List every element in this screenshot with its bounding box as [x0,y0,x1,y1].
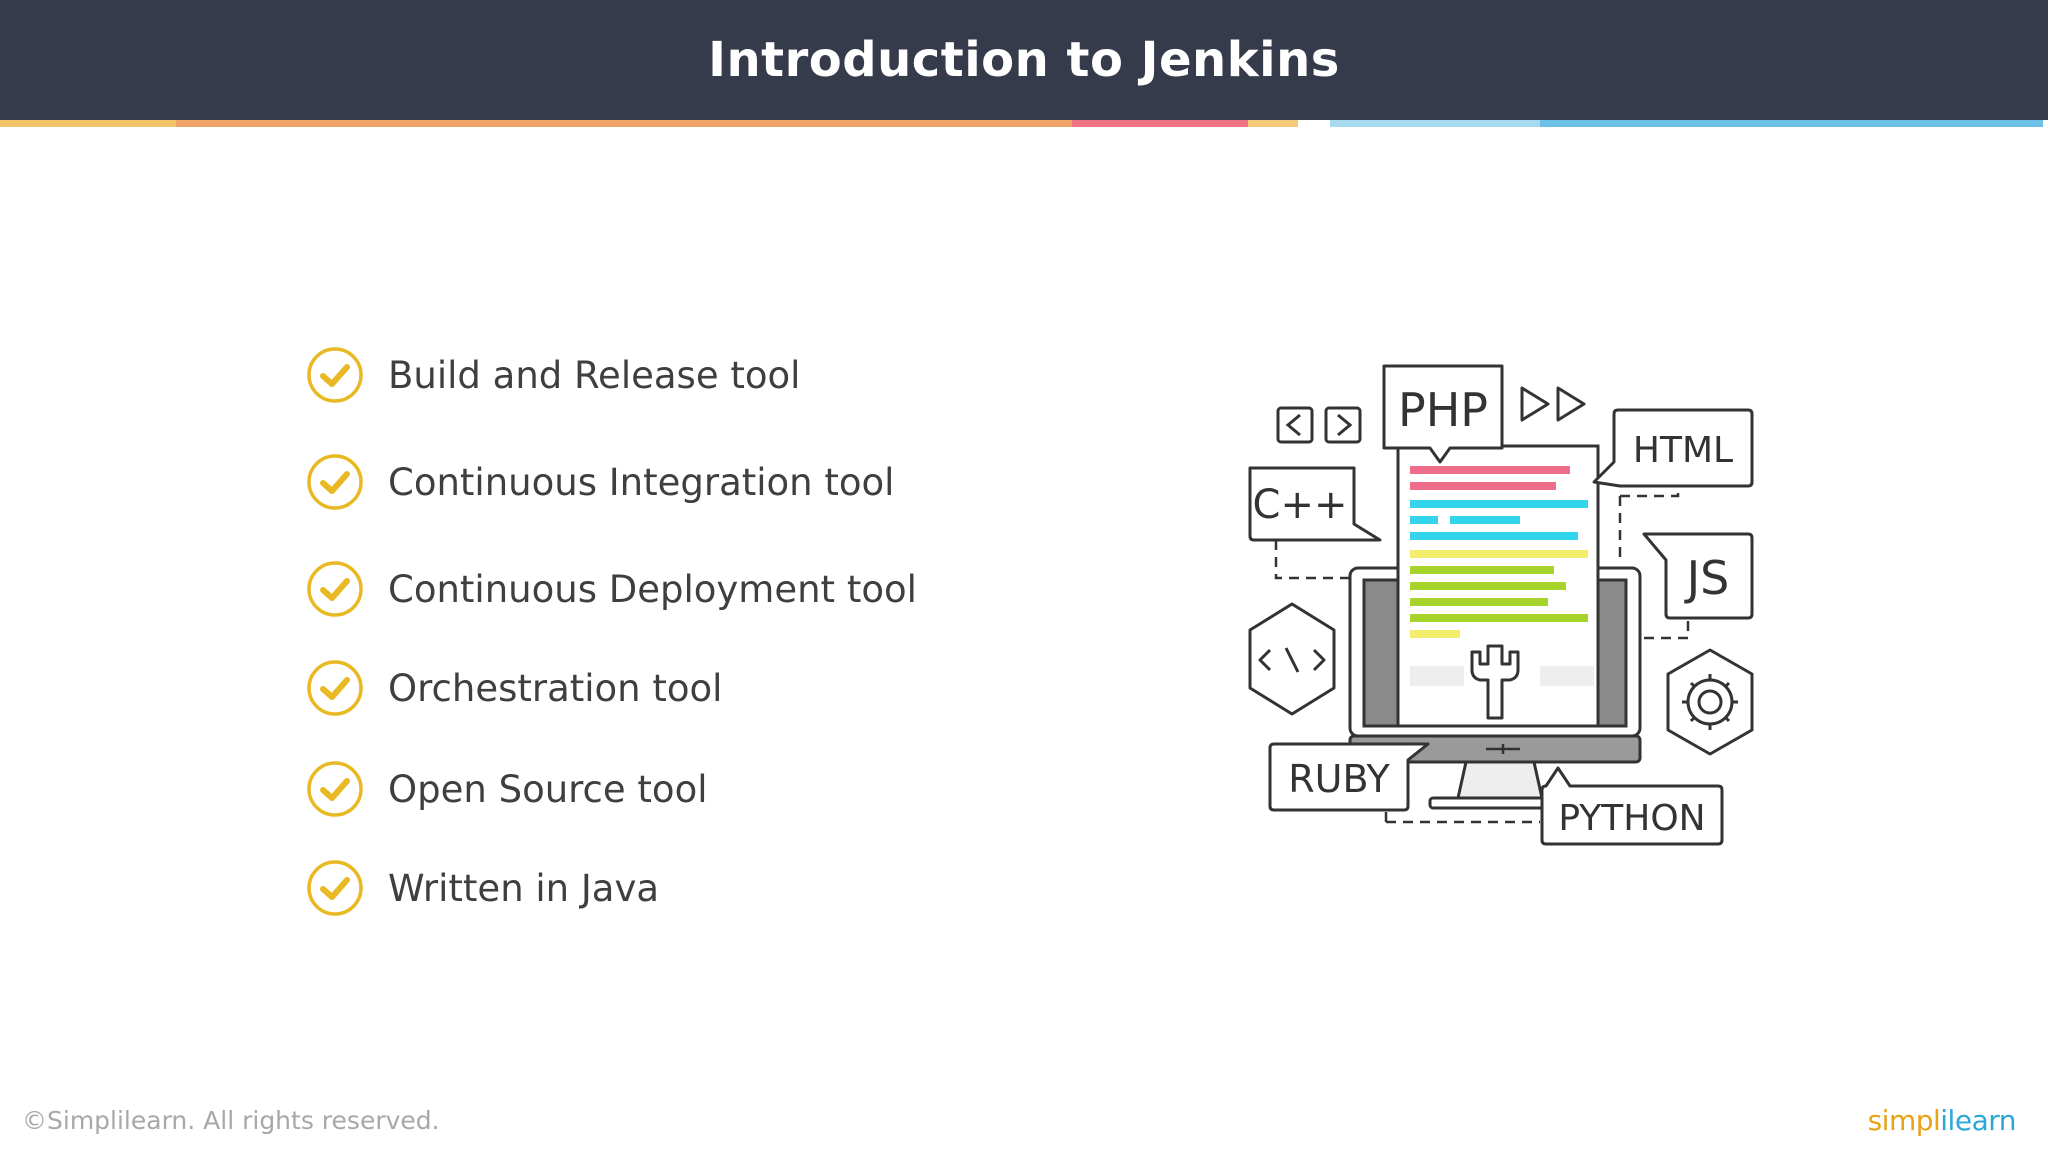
programming-languages-illustration: PHP HTML C++ JS [1248,364,1754,846]
slide-header: Introduction to Jenkins [0,0,2048,120]
list-item: Orchestration tool [306,659,722,717]
list-item: Continuous Integration tool [306,453,894,511]
chevron-left-icon [1276,406,1314,444]
list-item-label: Continuous Integration tool [388,460,895,504]
chevron-right-icon [1324,406,1362,444]
list-item-label: Build and Release tool [388,353,801,397]
list-item-label: Written in Java [388,866,660,910]
copyright-notice: ©Simplilearn. All rights reserved. [22,1106,440,1135]
brand-logo-part1: simpl [1867,1104,1941,1137]
slide-title: Introduction to Jenkins [708,32,1340,88]
check-circle-icon [307,660,363,716]
php-label: PHP [1398,383,1488,437]
html-label: HTML [1633,430,1733,471]
brand-logo-part2: ilearn [1940,1104,2016,1137]
ruby-bubble: RUBY [1268,742,1430,812]
header-stripe-yellow [0,120,176,127]
cpp-label: C++ [1253,482,1348,528]
check-circle-icon [307,561,363,617]
list-item: Written in Java [306,859,659,917]
python-label: PYTHON [1558,798,1705,839]
check-circle-icon [307,347,363,403]
wrench-icon [1470,644,1520,720]
list-item-label: Continuous Deployment tool [388,567,917,611]
ruby-label: RUBY [1288,757,1390,801]
cpp-bubble: C++ [1248,466,1382,542]
list-item-label: Open Source tool [388,767,708,811]
play-icon [1520,386,1586,422]
header-stripe-blue [1540,120,2043,127]
header-stripe-lightblue [1330,120,1540,127]
check-circle-icon [307,860,363,916]
check-circle-icon [307,454,363,510]
list-item: Continuous Deployment tool [306,560,917,618]
list-item: Build and Release tool [306,346,800,404]
python-bubble: PYTHON [1540,766,1724,846]
js-label: JS [1684,551,1730,605]
list-item: Open Source tool [306,760,708,818]
brand-logo: simplilearn [1867,1104,2017,1137]
header-stripe-gold [1248,120,1298,127]
php-bubble: PHP [1382,364,1504,464]
js-bubble: JS [1642,532,1754,620]
list-item-label: Orchestration tool [388,666,723,710]
code-brackets-icon [1248,602,1336,716]
html-bubble: HTML [1592,408,1754,488]
gear-icon [1666,648,1754,756]
header-stripe-red [1072,120,1248,127]
header-stripe-orange [176,120,1072,127]
check-circle-icon [307,761,363,817]
